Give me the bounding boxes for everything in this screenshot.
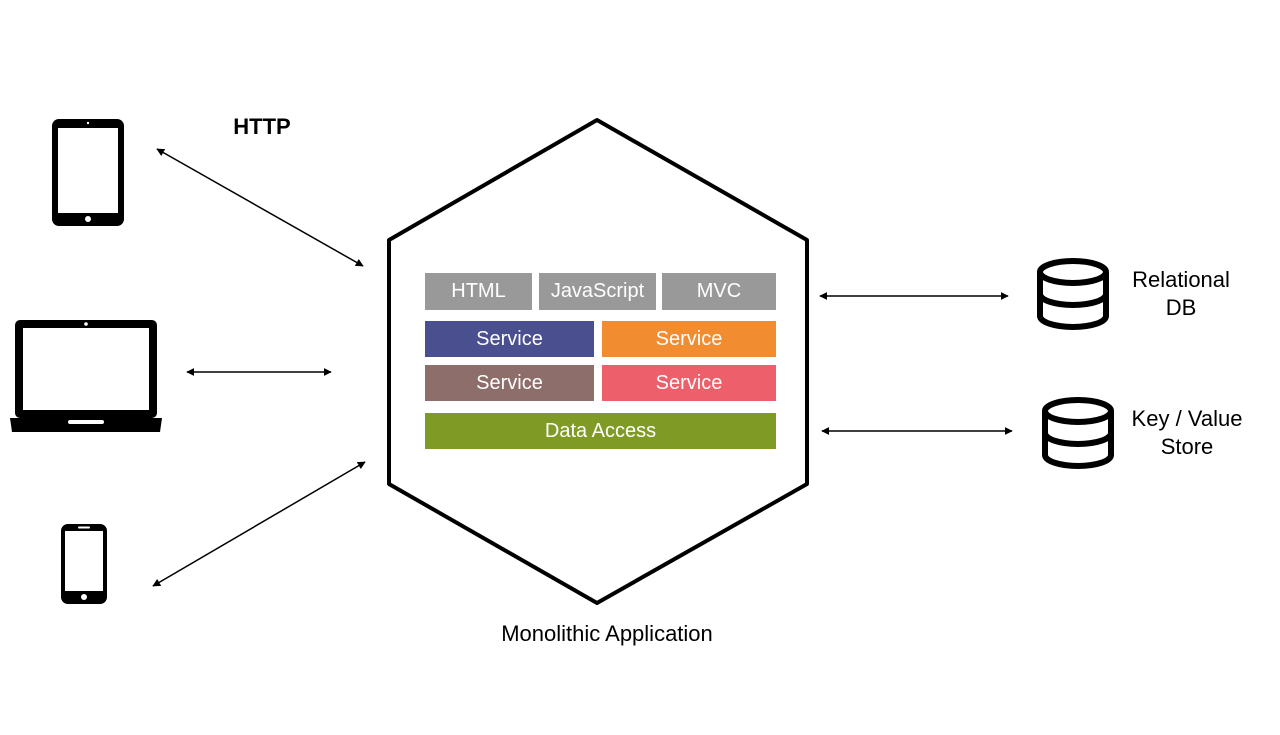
laptop-icon	[10, 320, 162, 432]
phone-arrow	[152, 461, 366, 587]
relational-db-label-line1: Relational	[1132, 267, 1230, 292]
html-layer: HTML	[425, 273, 532, 310]
service-block-1: Service	[425, 321, 594, 357]
http-label: HTTP	[233, 114, 291, 139]
html-layer-label: HTML	[451, 280, 506, 302]
service-label: Service	[655, 371, 723, 394]
service-block-2: Service	[602, 321, 776, 357]
javascript-layer-label: JavaScript	[550, 280, 645, 302]
service-label: Service	[655, 327, 723, 350]
mvc-layer: MVC	[662, 273, 776, 310]
tablet-http-arrow	[156, 148, 364, 267]
phone-icon	[61, 524, 107, 604]
key-value-store-icon	[1042, 397, 1114, 469]
data-access-label: Data Access	[544, 419, 657, 442]
service-label: Service	[476, 371, 543, 394]
service-block-3: Service	[425, 365, 594, 401]
data-access-layer: Data Access	[425, 413, 776, 449]
key-value-store-label-line1: Key / Value	[1131, 406, 1243, 431]
service-label: Service	[476, 327, 543, 350]
mvc-layer-label: MVC	[696, 280, 742, 302]
key-value-store-label: Key / Value Store	[1112, 405, 1262, 461]
application-label: Monolithic Application	[501, 621, 713, 646]
relational-db-icon	[1037, 258, 1109, 330]
relational-db-label-line2: DB	[1165, 295, 1197, 320]
tablet-icon	[52, 119, 124, 226]
application-hexagon	[387, 118, 809, 605]
javascript-layer: JavaScript	[539, 273, 656, 310]
key-value-store-label-line2: Store	[1160, 434, 1214, 459]
service-block-4: Service	[602, 365, 776, 401]
relational-db-label: Relational DB	[1110, 266, 1252, 322]
